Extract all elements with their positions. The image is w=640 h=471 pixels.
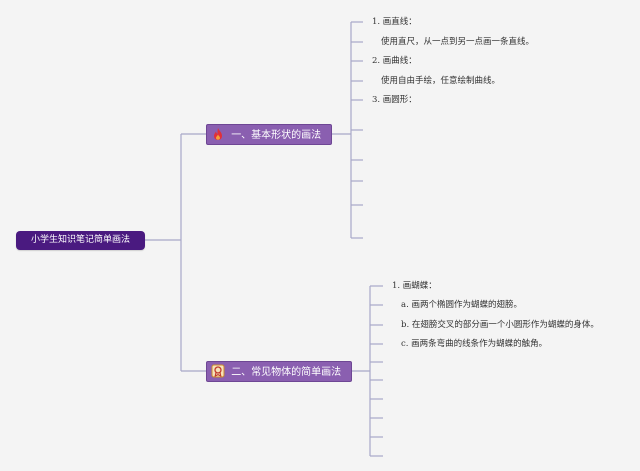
medal-icon bbox=[211, 364, 225, 378]
branch-node-basic-shapes[interactable]: 一、基本形状的画法 bbox=[206, 124, 332, 145]
branch-1-label: 一、基本形状的画法 bbox=[231, 130, 322, 141]
branch-node-common-objects[interactable]: 二、常见物体的简单画法 bbox=[206, 361, 352, 382]
leaf-draw-line-detail[interactable]: 使用直尺，从一点到另一点画一条直线。 bbox=[381, 37, 535, 47]
leaf-butterfly-step-a[interactable]: a. 画两个椭圆作为蝴蝶的翅膀。 bbox=[401, 300, 522, 310]
root-node-label: 小学生知识笔记简单画法 bbox=[30, 235, 130, 245]
leaf-draw-line-heading[interactable]: 1. 画直线： bbox=[372, 17, 417, 27]
leaf-draw-curve-heading[interactable]: 2. 画曲线： bbox=[372, 56, 417, 66]
leaf-butterfly-step-b[interactable]: b. 在翅膀交叉的部分画一个小圆形作为蝴蝶的身体。 bbox=[401, 320, 599, 330]
root-node[interactable]: 小学生知识笔记简单画法 bbox=[16, 231, 145, 250]
leaf-butterfly-heading[interactable]: 1. 画蝴蝶： bbox=[392, 281, 437, 291]
leaf-draw-circle-heading[interactable]: 3. 画圆形： bbox=[372, 95, 417, 105]
branch-2-label: 二、常见物体的简单画法 bbox=[231, 367, 342, 378]
leaf-butterfly-step-c[interactable]: c. 画两条弯曲的线条作为蝴蝶的触角。 bbox=[401, 339, 548, 349]
fire-icon bbox=[211, 127, 225, 141]
leaf-draw-curve-detail[interactable]: 使用自由手绘，任意绘制曲线。 bbox=[381, 76, 501, 86]
